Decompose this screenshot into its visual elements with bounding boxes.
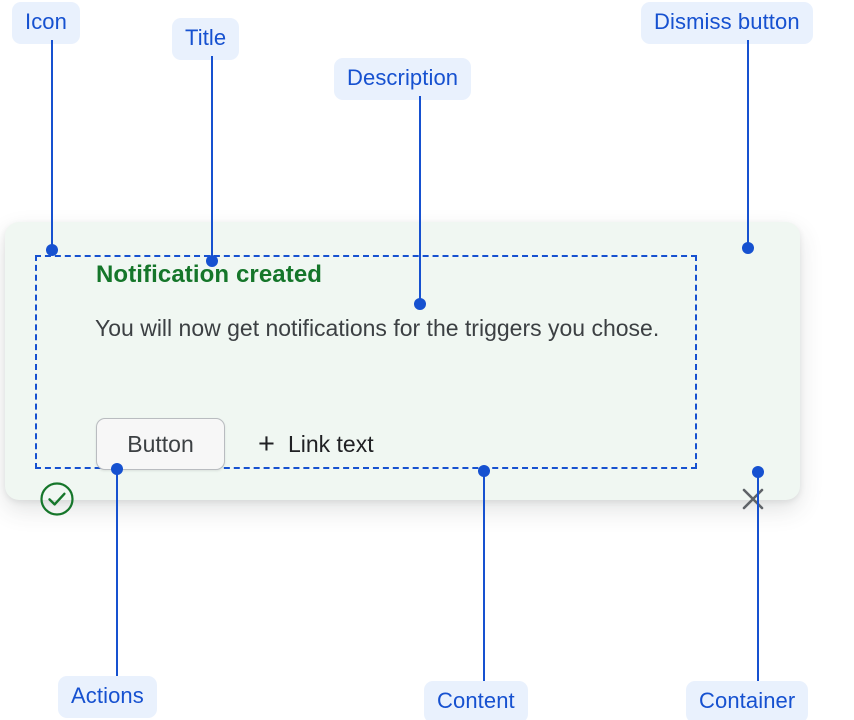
leader-line-title — [211, 56, 213, 261]
check-circle-icon — [39, 481, 75, 517]
leader-line-dismiss — [747, 40, 749, 250]
annotation-label-icon: Icon — [12, 2, 80, 44]
leader-dot-title — [206, 255, 218, 267]
action-link[interactable]: + Link text — [258, 427, 374, 460]
annotation-label-container: Container — [686, 681, 809, 720]
close-icon — [742, 488, 764, 510]
annotation-label-content: Content — [424, 681, 528, 720]
action-button[interactable]: Button — [96, 418, 225, 470]
leader-dot-actions — [111, 463, 123, 475]
leader-line-content — [483, 471, 485, 681]
annotation-label-actions: Actions — [58, 676, 157, 718]
annotation-label-title: Title — [172, 18, 240, 60]
dismiss-button[interactable] — [737, 483, 769, 515]
leader-line-actions — [116, 469, 118, 676]
notification-actions: Button + Link text — [96, 418, 374, 470]
action-link-label: Link text — [287, 430, 374, 457]
leader-dot-content — [478, 465, 490, 477]
leader-line-container — [757, 472, 759, 681]
leader-line-icon — [51, 40, 53, 250]
leader-dot-container — [752, 466, 764, 478]
leader-dot-dismiss — [742, 242, 754, 254]
plus-icon: + — [258, 427, 275, 460]
annotation-label-dismiss: Dismiss button — [641, 2, 813, 44]
leader-dot-description — [414, 298, 426, 310]
leader-line-description — [419, 96, 421, 304]
annotation-label-description: Description — [334, 58, 472, 100]
leader-dot-icon — [46, 244, 58, 256]
notification-description: You will now get notifications for the t… — [95, 315, 660, 341]
